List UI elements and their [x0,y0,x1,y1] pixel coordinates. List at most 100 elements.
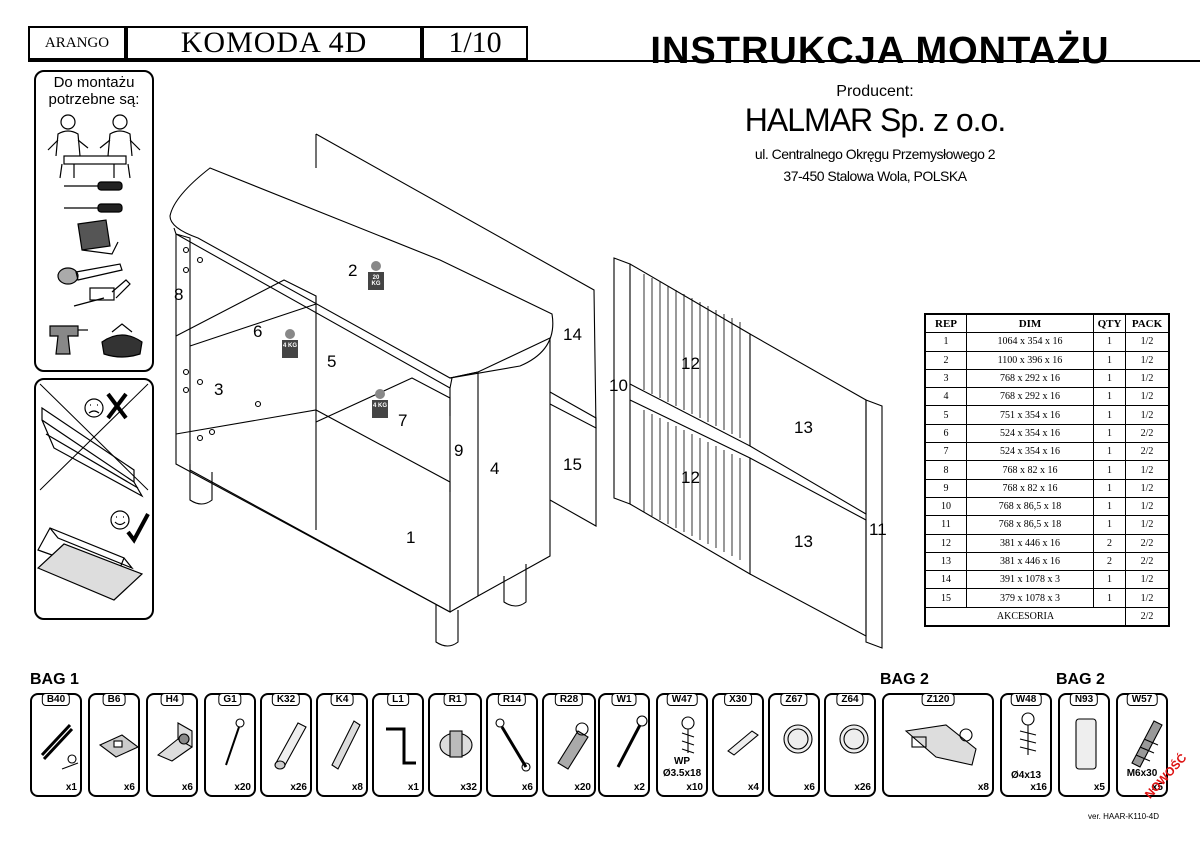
cell-pack: 2/2 [1125,533,1170,553]
cell-rep: 14 [924,570,967,590]
check-mark-icon [126,513,150,544]
cell-dim: 768 x 292 x 16 [966,368,1094,389]
col-header-pack: PACK [1125,313,1170,334]
mallet-icon [73,279,131,307]
cell-dim: 751 x 354 x 16 [966,405,1094,425]
bag-code: W1 [611,693,637,706]
cell-pack: 1/2 [1125,588,1170,608]
weight-label-4kg-b: 4 KG [372,403,387,409]
callout-6: 6 [253,322,263,341]
bag-code: W48 [1010,693,1042,706]
callout-1: 1 [406,528,416,547]
bag-note-2: Ø3.5x18 [662,768,702,779]
callout-9: 9 [454,441,464,460]
tools-label: Do montażu potrzebne są: [48,74,140,108]
bag-quantity: x4 [747,782,759,793]
cell-rep: 12 [924,533,967,553]
cell-qty: 2 [1093,551,1126,572]
callout-2: 2 [348,261,358,280]
cell-dim: 381 x 446 x 16 [966,551,1094,572]
cell-rep: 5 [924,405,967,425]
bag-quantity: x1 [65,782,77,793]
bag-item-x30: X30 x4 [712,693,764,797]
bag-code: B40 [41,693,71,706]
weight-icon-4kg-a [282,329,298,358]
brand-box: ARANGO [28,26,126,60]
bag-item-b40: B40 x1 [30,693,82,797]
accessories-pack: 2/2 [1125,606,1170,627]
cell-qty: 1 [1093,496,1126,517]
back-panel-14 [315,133,597,429]
bag-code: R14 [497,693,527,706]
doors-exploded-drawing [613,257,883,649]
handling-warning-illustration [36,383,150,601]
cell-pack: 1/2 [1125,570,1170,590]
callout-12-bottom: 12 [681,468,700,487]
cell-rep: 8 [924,460,967,480]
cell-dim: 524 x 354 x 16 [966,423,1094,444]
cell-rep: 13 [924,551,967,572]
callout-11: 11 [869,520,887,539]
cell-dim: 768 x 86,5 x 18 [966,496,1094,517]
cell-pack: 1/2 [1125,478,1170,498]
model-box: KOMODA 4D [126,26,422,60]
bag-quantity: x20 [234,782,251,793]
header-line [28,60,1200,62]
producer-label: Producent: [836,83,914,100]
bag-quantity: x6 [123,782,135,793]
cell-qty: 1 [1093,570,1126,590]
bag-code: L1 [387,693,409,706]
leg-right-back [503,564,527,607]
bag-code: K32 [271,693,301,706]
cell-pack: 1/2 [1125,387,1170,407]
bag-code: K4 [330,693,354,706]
hardware-w48-icon [1019,712,1037,755]
cell-qty: 1 [1093,332,1126,352]
cross-mark-icon [106,392,128,420]
bag-quantity: x6 [803,782,815,793]
page-title: INSTRUKCJA MONTAŻU [650,30,1110,72]
bag-quantity: x26 [854,782,871,793]
hardware-w47-icon [681,716,695,754]
bag-code: X30 [724,693,752,706]
bag-quantity: x8 [977,782,989,793]
back-panel-15 [549,391,597,527]
callout-13-bottom: 13 [794,532,813,551]
col-header-rep: REP [924,313,967,334]
page-number: 1/10 [448,26,502,59]
cell-qty: 1 [1093,460,1126,480]
hardware-g1-icon [225,718,245,766]
bag-code: H4 [160,693,184,706]
cell-pack: 1/2 [1125,460,1170,480]
bag-quantity: x6 [181,782,193,793]
cell-pack: 1/2 [1125,515,1170,535]
hardware-r28-icon [557,722,589,770]
hardware-z67-icon [783,724,813,754]
weight-icon-20kg [368,261,384,290]
producer-address-line1: ul. Centralnego Okręgu Przemysłowego 2 [754,146,996,162]
screwdriver-flat-icon [64,203,123,213]
shelf-7 [315,377,451,423]
cabinet-exploded-drawing [169,133,597,647]
producer-name: HALMAR Sp. z o.o. [744,102,1006,138]
tape-measure-icon [77,219,119,255]
cell-qty: 1 [1093,515,1126,535]
hardware-w1-icon [616,715,648,768]
hammer-icon [57,263,123,285]
weight-icon-4kg-b [372,389,388,418]
hardware-w57-icon [1131,720,1163,768]
bag-quantity: x6 [521,782,533,793]
